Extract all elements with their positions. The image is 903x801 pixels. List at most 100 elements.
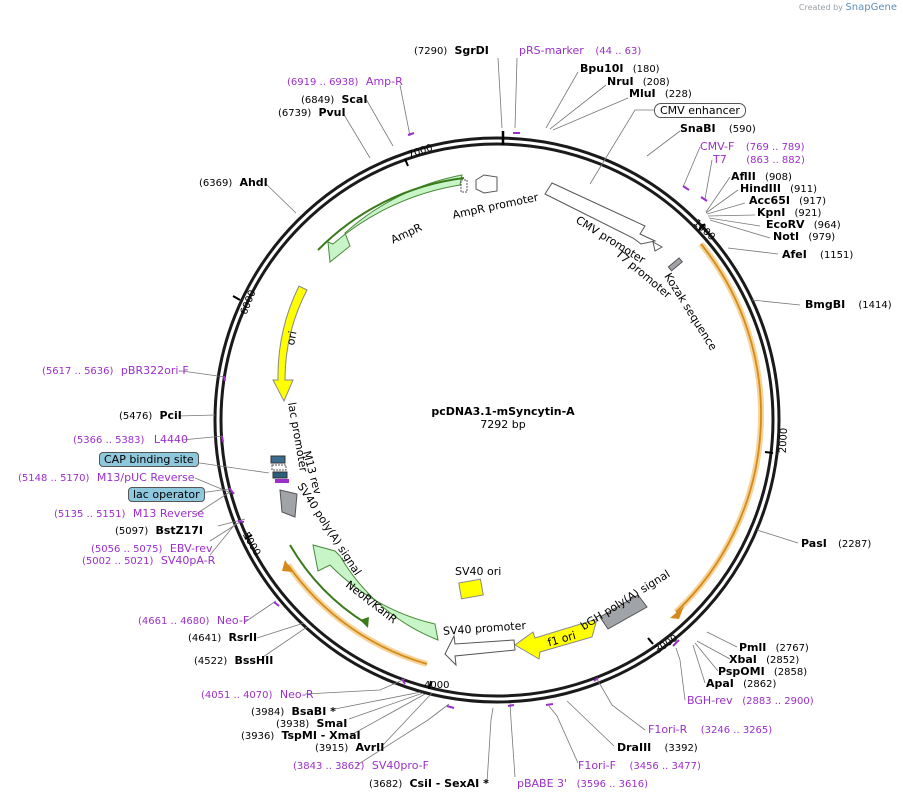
site-sgrdi[interactable]: (7290) SgrDI bbox=[414, 44, 489, 57]
site-aflii[interactable]: AflII (908) bbox=[731, 170, 792, 183]
primer-sv40pro-f-name: SV40pro-F bbox=[371, 759, 429, 772]
site-avrii-name: AvrII bbox=[355, 741, 385, 754]
site-smai-pos: (3938) bbox=[276, 719, 310, 730]
site-hindiii[interactable]: HindIII (911) bbox=[740, 182, 817, 195]
label-neor: NeoR/KanR bbox=[343, 578, 400, 626]
site-nrui-name: NruI bbox=[607, 75, 634, 88]
site-pcii-name: PciI bbox=[159, 409, 182, 422]
site-apai-pos: (2862) bbox=[743, 679, 777, 690]
site-csii[interactable]: (3682) CsiI - SexAI * bbox=[369, 777, 489, 790]
site-bstz17i[interactable]: (5097) BstZ17I bbox=[115, 524, 203, 537]
primer-sv40pa-r[interactable]: (5002 .. 5021) SV40pA-R bbox=[82, 554, 215, 567]
primer-m13-puc-reverse[interactable]: (5148 .. 5170) M13/pUC Reverse bbox=[18, 471, 195, 484]
site-afei[interactable]: AfeI (1151) bbox=[782, 248, 853, 261]
primer-sv40pa-r-name: SV40pA-R bbox=[160, 554, 216, 567]
box-cap-binding-site[interactable]: CAP binding site bbox=[99, 452, 199, 467]
site-scai-name: ScaI bbox=[341, 93, 368, 106]
site-draiii[interactable]: DraIII (3392) bbox=[617, 741, 698, 754]
site-ahdi-pos: (6369) bbox=[199, 178, 233, 189]
primer-f1ori-r[interactable]: F1ori-R (3246 .. 3265) bbox=[648, 723, 772, 736]
site-apai-name: ApaI bbox=[706, 677, 734, 690]
site-xbai-name: XbaI bbox=[729, 653, 757, 666]
primer-neo-r[interactable]: (4051 .. 4070) Neo-R bbox=[201, 688, 313, 701]
primer-f1ori-r-name: F1ori-R bbox=[648, 723, 688, 736]
primer-amp-r[interactable]: (6919 .. 6938) Amp-R bbox=[287, 75, 403, 88]
site-nrui[interactable]: NruI (208) bbox=[607, 75, 670, 88]
site-mlui[interactable]: MluI (228) bbox=[629, 87, 692, 100]
site-kpni[interactable]: KpnI (921) bbox=[757, 206, 821, 219]
site-pvui[interactable]: (6739) PvuI bbox=[278, 106, 346, 119]
primer-pbabe3-pos: (3596 .. 3616) bbox=[576, 779, 648, 790]
tick-2000: 2000 bbox=[778, 428, 790, 454]
site-avrii[interactable]: (3915) AvrII bbox=[315, 741, 384, 754]
site-pcii[interactable]: (5476) PciI bbox=[119, 409, 182, 422]
site-rsrii[interactable]: (4641) RsrII bbox=[188, 631, 257, 644]
site-avrii-pos: (3915) bbox=[315, 743, 349, 754]
primer-neo-r-pos: (4051 .. 4070) bbox=[201, 690, 273, 701]
site-pvui-pos: (6739) bbox=[278, 108, 312, 119]
site-rsrii-name: RsrII bbox=[228, 631, 258, 644]
primer-l4440[interactable]: (5366 .. 5383) L4440 bbox=[73, 433, 188, 446]
site-pmli[interactable]: PmlI (2767) bbox=[739, 641, 809, 654]
site-bsabi[interactable]: (3984) BsaBI * bbox=[251, 705, 336, 718]
site-tspmi-pos: (3936) bbox=[241, 731, 275, 742]
primer-bgh-rev[interactable]: BGH-rev (2883 .. 2900) bbox=[687, 694, 814, 707]
site-pasi-pos: (2287) bbox=[838, 539, 872, 550]
primer-prs-marker[interactable]: pRS-marker (44 .. 63) bbox=[519, 44, 641, 57]
primer-amp-r-pos: (6919 .. 6938) bbox=[287, 77, 359, 88]
primer-m13-reverse[interactable]: (5135 .. 5151) M13 Reverse bbox=[54, 507, 204, 520]
primer-f1ori-f[interactable]: F1ori-F (3456 .. 3477) bbox=[578, 759, 701, 772]
site-pspomi-pos: (2858) bbox=[773, 667, 808, 678]
site-aflii-pos: (908) bbox=[765, 172, 792, 183]
primer-pbabe3[interactable]: pBABE 3' (3596 .. 3616) bbox=[517, 777, 648, 790]
site-mlui-pos: (228) bbox=[664, 89, 692, 100]
site-tspmi[interactable]: (3936) TspMI - XmaI bbox=[241, 729, 361, 742]
primer-neo-f-name: Neo-F bbox=[216, 614, 250, 627]
box-cmv-enhancer[interactable]: CMV enhancer bbox=[654, 103, 746, 118]
site-pspomi[interactable]: PspOMI (2858) bbox=[718, 665, 807, 678]
f1-ori-feature bbox=[514, 618, 598, 660]
site-xbai-pos: (2852) bbox=[766, 655, 800, 666]
primer-t7[interactable]: T7 (863 .. 882) bbox=[713, 153, 805, 166]
site-afei-pos: (1151) bbox=[820, 250, 854, 261]
site-xbai[interactable]: XbaI (2852) bbox=[729, 653, 799, 666]
primer-cmv-f[interactable]: CMV-F (769 .. 789) bbox=[700, 140, 805, 153]
snapgene-credit: Created by SnapGene bbox=[799, 2, 897, 13]
site-bmgbi-name: BmgBI bbox=[805, 298, 846, 311]
site-afei-name: AfeI bbox=[782, 248, 807, 261]
primer-t7-name: T7 bbox=[713, 153, 727, 166]
site-noti[interactable]: NotI (979) bbox=[773, 230, 835, 243]
site-acc65i[interactable]: Acc65I (917) bbox=[749, 194, 826, 207]
site-mlui-name: MluI bbox=[629, 87, 656, 100]
site-pmli-name: PmlI bbox=[739, 641, 767, 654]
site-kpni-name: KpnI bbox=[757, 206, 786, 219]
site-apai[interactable]: ApaI (2862) bbox=[706, 677, 776, 690]
cmv-promoter-feature bbox=[544, 182, 683, 272]
site-ecorv[interactable]: EcoRV (964) bbox=[766, 218, 841, 231]
site-bsshii[interactable]: (4522) BssHII bbox=[194, 654, 273, 667]
site-acc65i-name: Acc65I bbox=[749, 194, 790, 207]
primer-neo-r-name: Neo-R bbox=[279, 688, 314, 701]
primer-bgh-rev-pos: (2883 .. 2900) bbox=[742, 696, 814, 707]
site-pspomi-name: PspOMI bbox=[718, 665, 765, 678]
primer-neo-f[interactable]: (4661 .. 4680) Neo-F bbox=[138, 614, 249, 627]
site-ecorv-pos: (964) bbox=[813, 220, 841, 231]
label-ampr: AmpR bbox=[389, 221, 425, 247]
site-bmgbi[interactable]: BmgBI (1414) bbox=[805, 298, 892, 311]
primer-sv40pro-f[interactable]: (3843 .. 3862) SV40pro-F bbox=[293, 759, 429, 772]
site-snabi[interactable]: SnaBI (590) bbox=[680, 122, 756, 135]
site-rsrii-pos: (4641) bbox=[188, 633, 222, 644]
site-bpu10i[interactable]: Bpu10I (180) bbox=[580, 62, 660, 75]
primer-pbr322ori-f[interactable]: (5617 .. 5636) pBR322ori-F bbox=[42, 364, 189, 377]
site-smai[interactable]: (3938) SmaI bbox=[276, 717, 347, 730]
plasmid-name: pcDNA3.1-mSyncytin-A bbox=[431, 405, 575, 418]
box-lac-operator[interactable]: lac operator bbox=[128, 487, 205, 502]
site-ahdi[interactable]: (6369) AhdI bbox=[199, 176, 268, 189]
site-kpni-pos: (921) bbox=[794, 208, 822, 219]
ori-feature bbox=[272, 285, 308, 403]
site-pasi[interactable]: PasI (2287) bbox=[801, 537, 871, 550]
primer-ebv-rev[interactable]: (5056 .. 5075) EBV-rev bbox=[91, 542, 213, 555]
site-scai[interactable]: (6849) ScaI bbox=[301, 93, 367, 106]
site-bsshii-pos: (4522) bbox=[194, 656, 228, 667]
site-scai-pos: (6849) bbox=[301, 95, 335, 106]
